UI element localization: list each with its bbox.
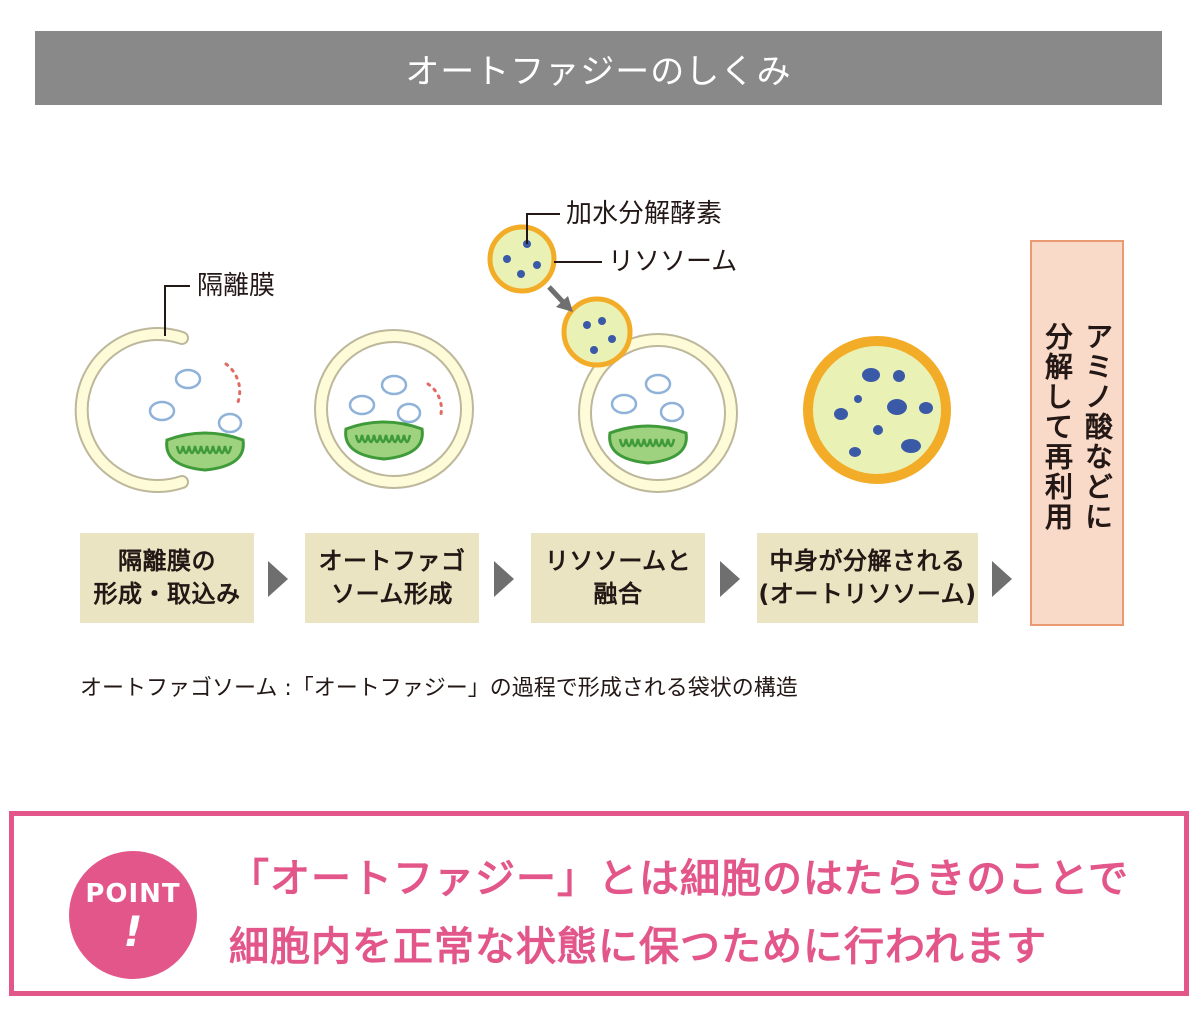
step-3-box: リソソームと 融合	[531, 533, 705, 623]
lysosome-fusion-stage	[487, 213, 738, 493]
vesicle	[644, 373, 672, 395]
step-arrow-icon	[268, 561, 288, 597]
vesicle	[217, 412, 243, 434]
enzyme-blob	[893, 370, 905, 382]
page-title: オートファジーのしくみ	[405, 51, 792, 92]
autophagosome-ring-inner	[580, 335, 736, 491]
point-callout: POINT ! 「オートファジー」とは細胞のはたらきのことで 細胞内を正常な状態…	[9, 811, 1189, 996]
leader-line-hydrolase	[526, 213, 560, 244]
step-arrow-icon	[992, 561, 1012, 597]
free-lysosome	[487, 224, 557, 294]
label-hydrolase: 加水分解酵素	[566, 199, 723, 229]
step-1-line-2: 形成・取込み	[93, 580, 241, 608]
step-arrow-icon	[494, 561, 514, 597]
step-3-line-1: リソソームと	[544, 547, 692, 575]
step-2-box: オートファゴ ソーム形成	[305, 533, 479, 623]
enzyme-blob	[854, 395, 862, 403]
enzyme-dot	[503, 255, 511, 263]
step-3-line-2: 融合	[593, 580, 643, 608]
final-result-line-2: 分解して再利用	[1041, 322, 1074, 532]
mitochondrion	[608, 424, 688, 465]
fusion-arrow-icon	[547, 285, 573, 312]
enzyme-dot	[608, 335, 616, 343]
label-isolation-membrane: 隔離膜	[197, 271, 276, 301]
vesicle	[610, 393, 638, 415]
vesicle	[348, 394, 376, 416]
point-badge-label: POINT	[85, 879, 181, 909]
enzyme-blob	[919, 402, 933, 414]
step-2-line-2: ソーム形成	[331, 580, 453, 608]
final-result-line-1: アミノ酸などに	[1081, 322, 1114, 532]
autophagosome-definition: オートファゴソーム :「オートファジー」の過程で形成される袋状の構造	[80, 676, 798, 701]
vesicle	[148, 400, 176, 422]
step-1-box: 隔離膜の 形成・取込み	[80, 533, 254, 623]
enzyme-blob	[887, 399, 907, 415]
leader-line-isolation-membrane	[164, 285, 190, 336]
autophagosome-ring-inner	[316, 331, 472, 487]
title-bar: オートファジーのしくみ	[35, 31, 1162, 105]
membrane-growth-dots	[426, 382, 443, 420]
final-result-box: アミノ酸などに 分解して再利用	[1030, 240, 1124, 626]
enzyme-dot	[533, 261, 541, 269]
isolation-membrane-ring-inner	[76, 329, 187, 491]
label-lysosome: リソソーム	[608, 247, 738, 277]
step-arrow-icon	[720, 561, 740, 597]
vesicle	[396, 402, 422, 424]
step-2-line-1: オートファゴ	[318, 547, 466, 575]
membrane-growth-dots	[224, 362, 242, 404]
enzyme-dot	[598, 317, 606, 325]
enzyme-blob	[901, 439, 921, 453]
enzyme-blob	[849, 447, 861, 457]
vesicle	[659, 401, 685, 423]
point-badge: POINT !	[69, 851, 197, 979]
mitochondrion	[344, 420, 424, 461]
isolation-membrane-stage	[74, 285, 245, 493]
autolysosome-stage	[803, 336, 951, 484]
enzyme-dot	[583, 321, 591, 329]
step-1-line-1: 隔離膜の	[118, 547, 216, 575]
step-4-line-2: (オートリソソーム)	[758, 580, 977, 608]
enzyme-dot	[590, 346, 598, 354]
enzyme-blob	[873, 425, 883, 435]
vesicle	[380, 374, 408, 396]
mitochondrion	[165, 431, 245, 472]
point-text-line-2: 細胞内を正常な状態に保つために行われます	[229, 924, 1047, 970]
enzyme-blob	[834, 408, 848, 420]
enzyme-dot	[517, 270, 525, 278]
point-text-line-1: 「オートファジー」とは細胞のはたらきのことで	[229, 856, 1129, 902]
enzyme-blob	[862, 368, 880, 382]
vesicle	[174, 368, 202, 390]
autophagosome-stage	[314, 329, 474, 489]
step-4-line-1: 中身が分解される	[769, 547, 966, 575]
step-4-box: 中身が分解される (オートリソソーム)	[757, 533, 978, 623]
fusing-lysosome	[561, 296, 633, 368]
exclamation-icon: !	[123, 907, 143, 956]
